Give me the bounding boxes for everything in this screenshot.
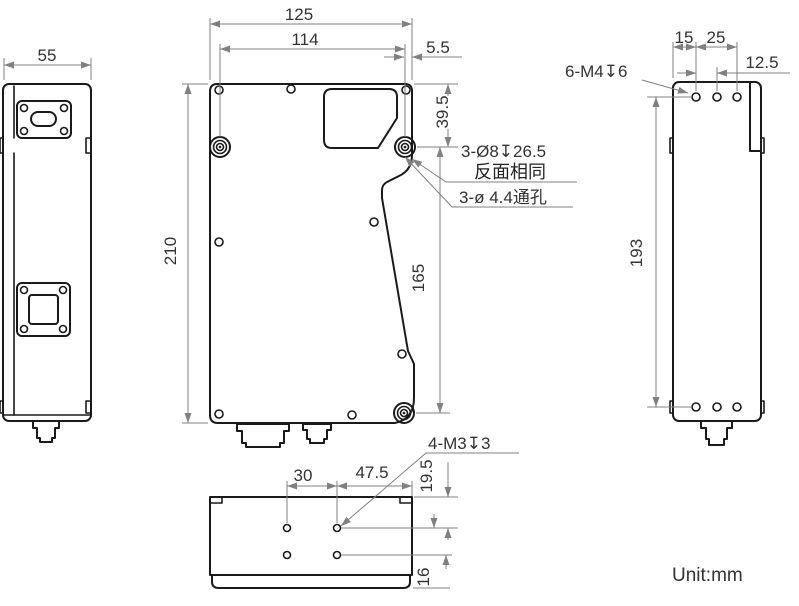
left-side-view <box>0 83 92 443</box>
dim-5-5-text: 5.5 <box>426 38 450 57</box>
dim-47-5: 47.5 <box>337 463 413 496</box>
bottom-view-lip <box>211 574 411 589</box>
dim-12-5-text: 12.5 <box>745 53 778 72</box>
bottom-thread-text: 4-M3↧3 <box>428 434 490 453</box>
left-view-notches <box>0 137 92 414</box>
right-view-holes-top <box>691 92 742 102</box>
through-hole-text: 3-ø 4.4通孔 <box>459 188 547 207</box>
right-view-holes-bottom <box>691 402 742 412</box>
dim-210-text: 210 <box>161 237 180 265</box>
counterbore-boss-top-right <box>394 136 416 158</box>
dim-16: 16 <box>341 514 452 589</box>
front-view <box>209 83 416 448</box>
dim-165-text: 165 <box>409 264 428 292</box>
front-connector-2 <box>302 423 332 444</box>
dim-5-5: 5.5 <box>384 38 462 61</box>
dim-55-text: 55 <box>38 46 57 65</box>
dim-19-5: 19.5 <box>341 459 458 540</box>
label-through-hole: 3-ø 4.4通孔 <box>404 156 573 208</box>
camera-window <box>16 282 71 337</box>
front-view-body <box>209 83 415 424</box>
screw-hole <box>19 285 29 295</box>
screw-hole <box>59 126 69 136</box>
counterbore-note-text: 反面相同 <box>474 162 546 182</box>
laser-window <box>16 100 72 139</box>
screw-hole <box>58 285 68 295</box>
right-view-notches <box>669 137 765 414</box>
right-view-step <box>749 82 761 152</box>
counterbore-boss-bottom-right <box>393 402 415 424</box>
dim-165: 165 <box>409 147 450 414</box>
dim-193-text: 193 <box>627 239 646 267</box>
dim-30-text: 30 <box>294 466 313 485</box>
label-bottom-thread: 4-M3↧3 <box>340 434 519 527</box>
dim-125: 125 <box>209 5 413 80</box>
dim-19-5-text: 19.5 <box>417 459 436 492</box>
dim-15-text: 15 <box>675 28 694 47</box>
dim-47-5-text: 47.5 <box>355 463 388 482</box>
screw-hole <box>19 126 29 136</box>
laser-aperture-slot <box>30 111 57 127</box>
bottom-view-corner-steps <box>209 496 413 504</box>
right-view-connector <box>700 420 733 446</box>
front-connector-1 <box>236 423 290 448</box>
bottom-view <box>209 496 413 589</box>
bottom-view-body <box>209 496 413 576</box>
rear-thread-text: 6-M4↧6 <box>565 62 627 81</box>
dim-125-text: 125 <box>285 5 313 24</box>
counterbore-text: 3-Ø8↧26.5 <box>461 142 546 161</box>
dim-114-text: 114 <box>291 30 318 49</box>
front-window <box>323 88 398 149</box>
label-rear-thread: 6-M4↧6 <box>565 62 689 94</box>
left-view-connector <box>32 420 60 443</box>
unit-label: Unit:mm <box>672 565 743 586</box>
front-view-holes <box>214 84 411 420</box>
camera-aperture <box>28 294 59 325</box>
screw-hole <box>58 324 68 334</box>
screw-hole <box>19 324 29 334</box>
screw-hole <box>19 103 29 113</box>
dim-25-text: 25 <box>707 28 726 47</box>
dim-193: 193 <box>627 96 692 408</box>
dim-16-text: 16 <box>414 568 433 587</box>
dim-39-5-text: 39.5 <box>433 95 452 128</box>
bottom-view-holes <box>282 523 342 560</box>
screw-hole <box>59 103 69 113</box>
right-view-body <box>672 81 762 422</box>
dim-30: 30 <box>286 466 338 523</box>
counterbore-boss-top-left <box>209 136 231 158</box>
dim-210: 210 <box>161 83 208 424</box>
dim-114: 114 <box>219 30 406 137</box>
dim-12-5: 12.5 <box>677 53 790 91</box>
dim-25: 25 <box>696 28 738 91</box>
right-side-view <box>669 81 765 446</box>
dim-39-5: 39.5 <box>414 83 458 148</box>
dim-55: 55 <box>3 46 92 80</box>
label-counterbore: 3-Ø8↧26.5 反面相同 <box>411 142 577 183</box>
